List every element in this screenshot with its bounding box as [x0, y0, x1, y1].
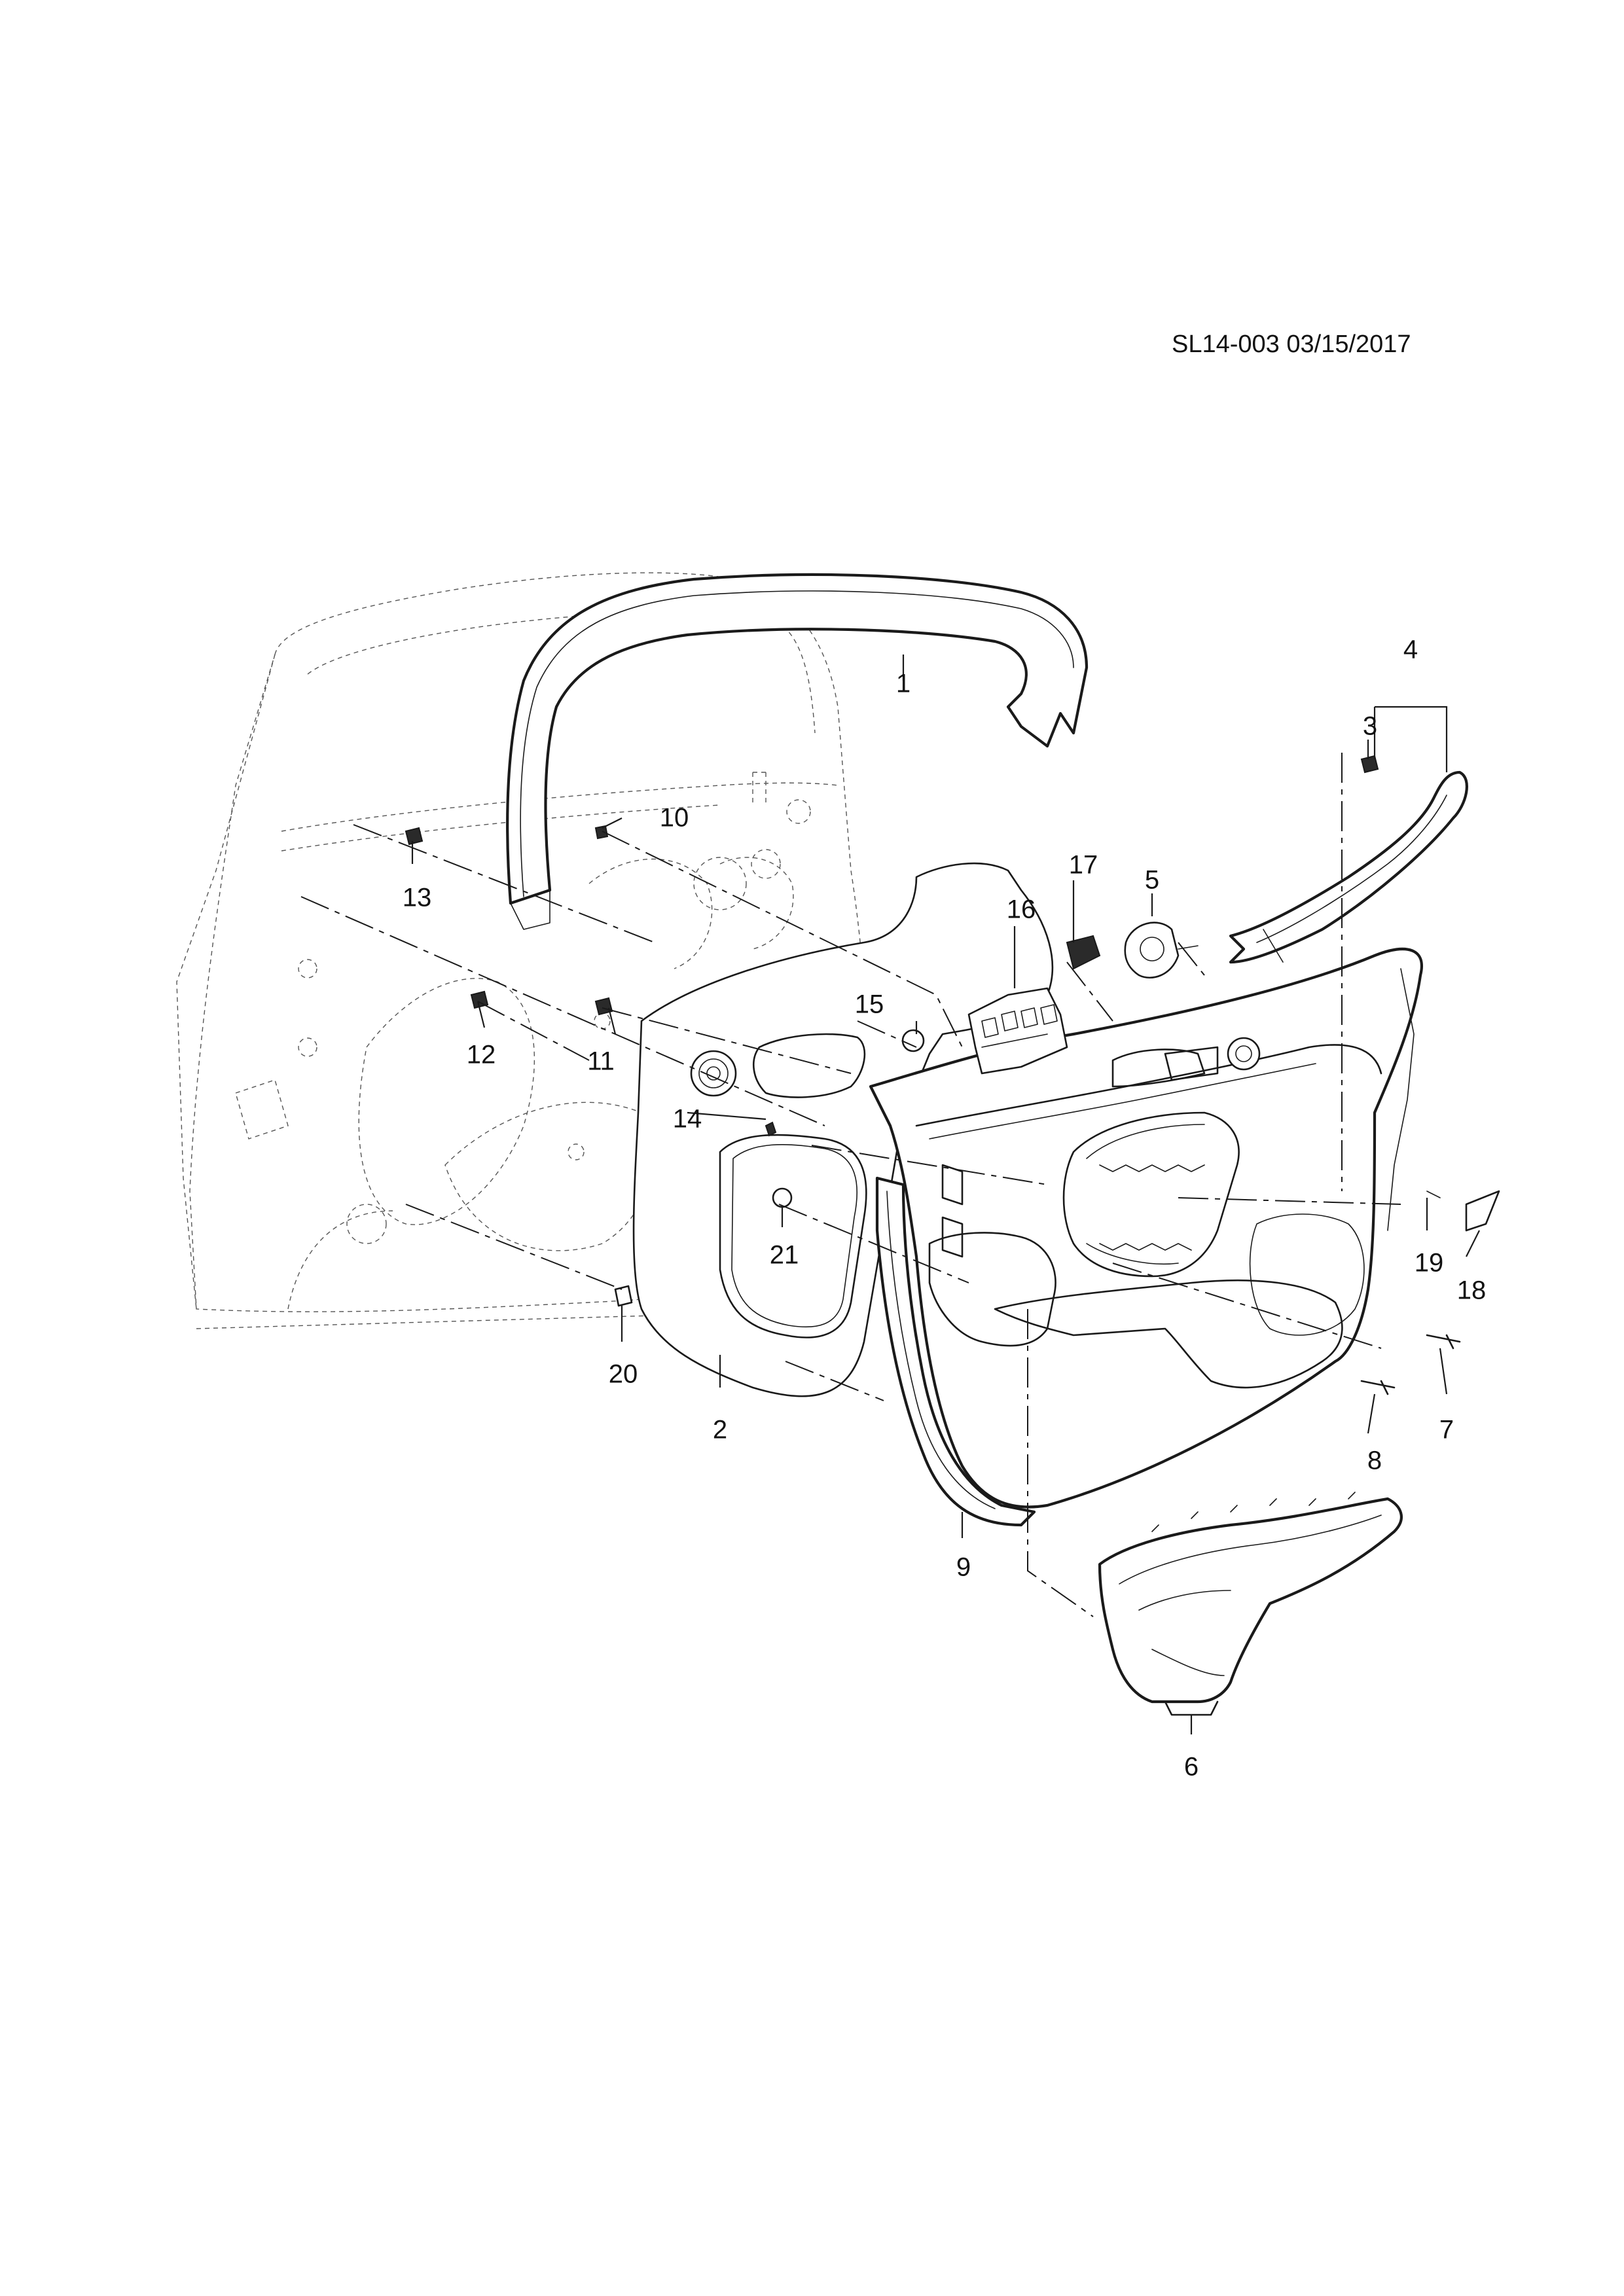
callout-9: 9: [956, 1552, 971, 1582]
part-4-upper-trim-strip: [1229, 770, 1468, 964]
part-19-clip: [1426, 1191, 1441, 1198]
callout-6: 6: [1183, 1752, 1199, 1782]
part-1-window-frame-molding: [506, 573, 1089, 930]
fasteners: [405, 755, 1461, 1395]
callout-11: 11: [587, 1047, 615, 1076]
callout-7: 7: [1439, 1415, 1454, 1444]
part-6-lower-pocket-trim: [1098, 1492, 1403, 1716]
leader-lines: [411, 655, 1480, 1734]
callout-17: 17: [1068, 850, 1098, 880]
alignment-lines: [300, 753, 1401, 1617]
part-13-clip: [405, 827, 424, 846]
sheet-reference: SL14-003 03/15/2017: [1172, 331, 1411, 358]
callout-15: 15: [854, 990, 884, 1019]
part-5-tweeter: [1124, 922, 1199, 978]
callout-18: 18: [1456, 1276, 1487, 1305]
part-2-water-deflector: [632, 862, 1054, 1397]
callout-4: 4: [1403, 635, 1418, 664]
callout-13: 13: [402, 883, 432, 912]
callout-16: 16: [1006, 895, 1036, 924]
part-14-clip: [765, 1121, 777, 1137]
callout-1: 1: [895, 669, 911, 698]
part-9-door-seal: [875, 1176, 1036, 1527]
part-17-connector-clip: [1066, 935, 1101, 970]
part-20-clip: [614, 1285, 633, 1307]
part-21-plug: [772, 1187, 793, 1208]
callout-8: 8: [1367, 1446, 1382, 1475]
part-11-grommet: [594, 997, 613, 1016]
door-trim-panel: [869, 947, 1423, 1509]
part-10-clip: [594, 825, 609, 840]
callout-19: 19: [1414, 1248, 1444, 1278]
part-15-plug: [901, 1029, 925, 1052]
callout-3: 3: [1362, 711, 1378, 741]
callout-10: 10: [659, 803, 689, 833]
part-16-window-switch: [967, 987, 1068, 1075]
part-8-screw: [1360, 1380, 1396, 1395]
callout-20: 20: [608, 1359, 638, 1389]
part-18-end-cap: [1465, 1190, 1500, 1232]
callout-21: 21: [769, 1240, 799, 1270]
callout-12: 12: [466, 1040, 496, 1069]
callout-14: 14: [672, 1104, 702, 1134]
part-3-clip: [1360, 755, 1379, 774]
callout-5: 5: [1144, 865, 1160, 895]
part-7-screw: [1426, 1334, 1461, 1350]
callout-2: 2: [712, 1415, 728, 1444]
